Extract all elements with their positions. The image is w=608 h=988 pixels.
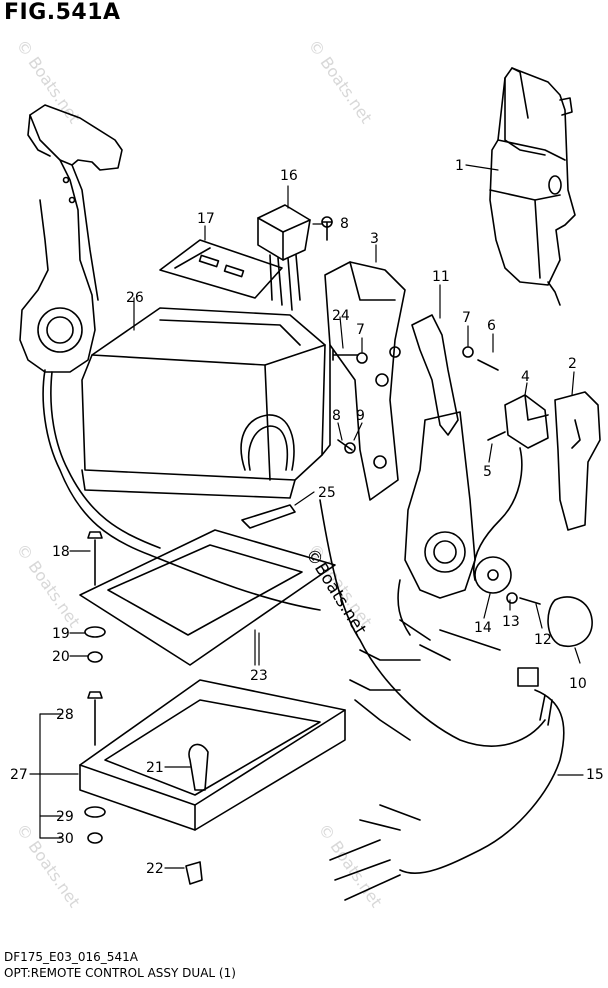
diagram-description: OPT:REMOTE CONTROL ASSY DUAL (1): [4, 966, 236, 980]
callout-22: 22: [146, 861, 164, 877]
callout-5: 5: [483, 464, 492, 480]
switch-drawing: [257, 204, 311, 311]
callout-28: 28: [56, 707, 74, 723]
callout-21: 21: [146, 760, 164, 776]
control-lever-drawing: [19, 104, 321, 611]
leader-lines: [29, 164, 584, 869]
bracket-3-drawing: [321, 261, 406, 501]
lever-bracket-drawing: [397, 314, 476, 636]
harness-drawing: [319, 499, 565, 901]
diagram-code: DF175_E03_016_541A: [4, 950, 138, 964]
handle-grip-drawing: [554, 391, 601, 531]
callout-11: 11: [432, 269, 450, 285]
callout-14: 14: [474, 620, 492, 636]
callout-8: 8: [332, 408, 341, 424]
figure-title: FIG.541A: [4, 0, 121, 25]
base-fasteners-drawing: [84, 691, 106, 844]
screw-washer-nut-drawing: [84, 531, 106, 663]
callout-7: 7: [356, 322, 365, 338]
callout-1: 1: [455, 158, 464, 174]
callout-30: 30: [56, 831, 74, 847]
callout-27: 27: [10, 767, 28, 783]
callout-18: 18: [52, 544, 70, 560]
fasteners-drawing: [321, 216, 593, 647]
callout-24: 24: [332, 308, 350, 324]
remote-control-box-drawing: [489, 67, 576, 306]
callout-2: 2: [568, 356, 577, 372]
bracket-plate-drawing: [159, 239, 283, 299]
callout-16: 16: [280, 168, 298, 184]
callout-8: 8: [340, 216, 349, 232]
callout-labels: 1 2 3 4 5 6 7 7 8 8 9 10 11 12 13 14 15 …: [10, 158, 604, 877]
callout-13: 13: [502, 614, 520, 630]
base-box-drawing: [79, 679, 346, 831]
trim-switch-drawing: [473, 394, 549, 581]
callout-12: 12: [534, 632, 552, 648]
callout-29: 29: [56, 809, 74, 825]
callout-19: 19: [52, 626, 70, 642]
callout-25: 25: [318, 485, 336, 501]
callout-6: 6: [487, 318, 496, 334]
callout-26: 26: [126, 290, 144, 306]
callout-23: 23: [250, 668, 268, 684]
callout-10: 10: [569, 676, 587, 692]
callout-3: 3: [370, 231, 379, 247]
callout-20: 20: [52, 649, 70, 665]
gasket-drawing: [79, 529, 336, 666]
callout-9: 9: [356, 408, 365, 424]
callout-7: 7: [462, 310, 471, 326]
clip-22-drawing: [185, 861, 203, 885]
callout-17: 17: [197, 211, 215, 227]
cover-drawing: [81, 307, 326, 499]
clip-drawing: [241, 504, 296, 529]
callout-4: 4: [521, 369, 530, 385]
callout-15: 15: [586, 767, 604, 783]
